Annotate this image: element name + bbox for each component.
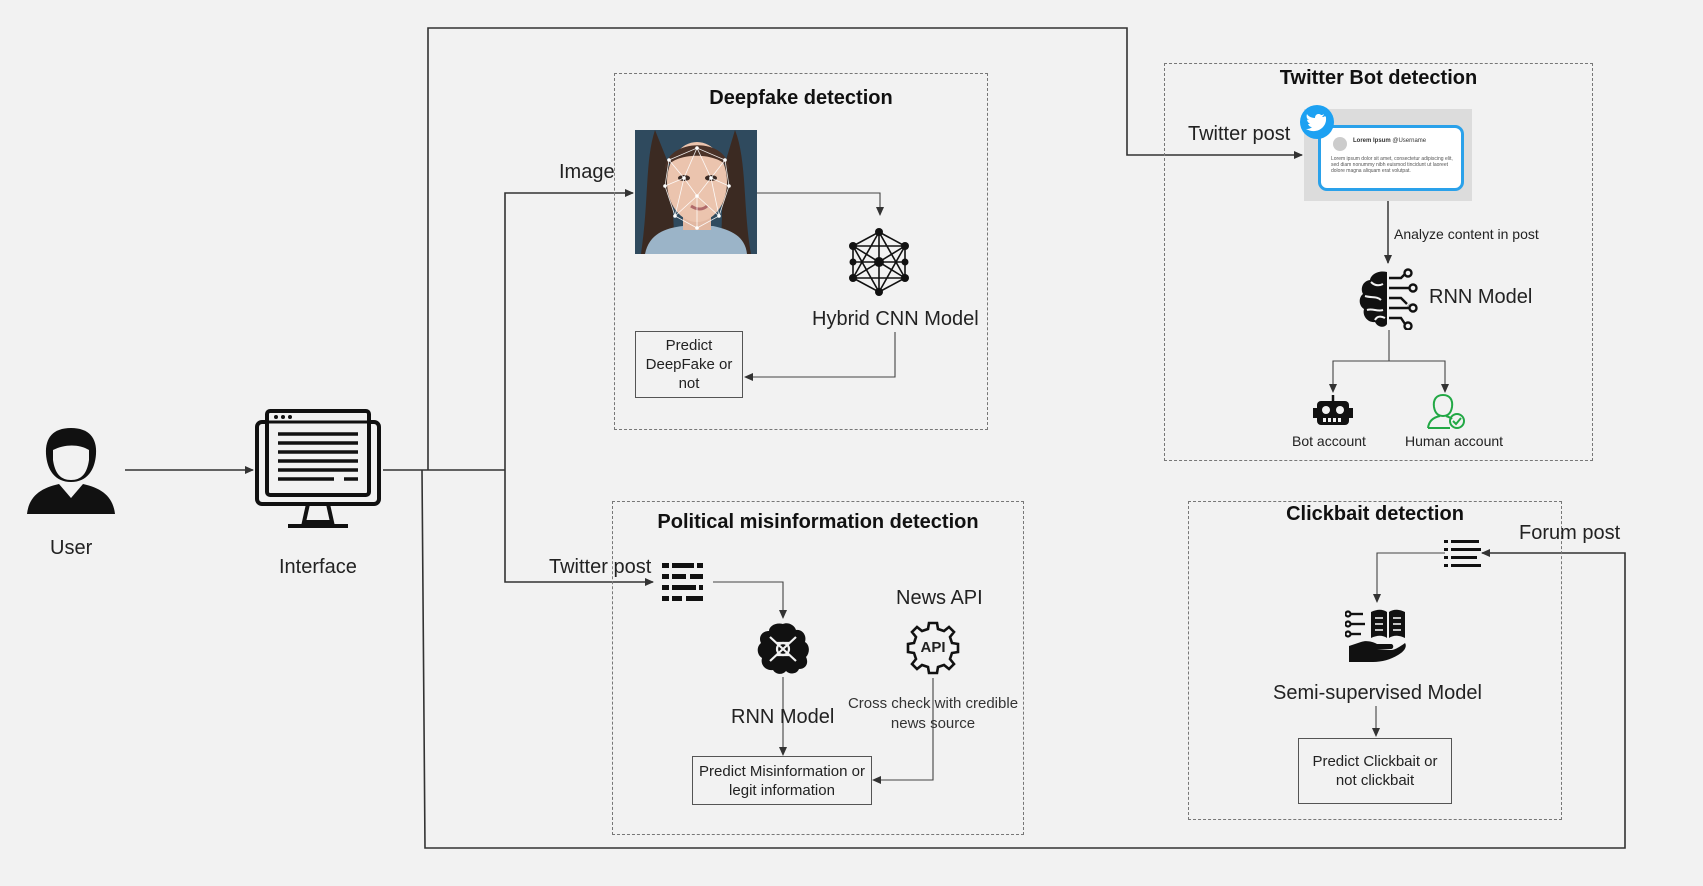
bot-account-label: Bot account [1292,433,1366,449]
political-model-label: RNN Model [731,706,835,728]
political-input-label: Twitter post [549,556,652,578]
semi-supervised-label: Semi-supervised Model [1273,682,1482,704]
analyze-label: Analyze content in post [1394,226,1539,242]
clickbait-title: Clickbait detection [1286,503,1464,525]
ai-brain-icon [1359,268,1418,330]
deepfake-panel: Deepfake detection [614,73,988,430]
news-api-label: News API [896,587,983,609]
api-gear-icon: API [906,621,960,675]
tweet-text: Lorem ipsum dolor sit amet, consectetur … [1331,156,1453,174]
political-output-box: Predict Misinformation or legit informat… [692,756,872,805]
clickbait-panel: Clickbait detection [1188,501,1562,820]
tweet-preview: Lorem Ipsum @Username Lorem ipsum dolor … [1300,105,1472,201]
api-icon-text: API [920,639,946,656]
twitter-bird-icon [1300,105,1334,139]
text-lines-icon [662,563,703,601]
tweet-name: Lorem Ipsum [1353,138,1391,144]
brain-gear-icon [757,623,809,674]
human-verified-icon [1427,393,1465,429]
political-panel: Political misinformation detection [612,501,1024,835]
twitter-bot-title: Twitter Bot detection [1279,67,1478,89]
user-label: User [50,537,93,559]
forum-post-icon [1444,540,1481,567]
face-image [635,130,757,254]
hybrid-cnn-label: Hybrid CNN Model [812,308,979,330]
twitter-bot-panel: Twitter Bot detection [1164,63,1593,461]
user-icon [27,428,115,514]
tweet-card: Lorem Ipsum @Username Lorem ipsum dolor … [1318,125,1464,191]
political-title: Political misinformation detection [657,511,979,533]
deepfake-title: Deepfake detection [709,87,893,109]
human-account-label: Human account [1405,433,1504,449]
twitter-bot-input-label: Twitter post [1188,123,1291,145]
network-icon [849,228,909,296]
clickbait-output-box: Predict Clickbait or not clickbait [1298,738,1452,804]
twitter-bot-model-label: RNN Model [1429,286,1533,308]
book-hand-icon [1345,609,1406,662]
tweet-handle: @Username [1392,138,1427,144]
interface-label: Interface [279,556,357,578]
deepfake-output-box: Predict DeepFake or not [635,331,743,398]
robot-icon [1313,395,1353,425]
forum-post-label: Forum post [1519,522,1621,544]
crosscheck-label: Cross check with credible news source [847,695,1019,732]
image-input-label: Image [559,161,615,183]
tweet-avatar [1333,137,1347,151]
monitor-icon [255,409,381,528]
